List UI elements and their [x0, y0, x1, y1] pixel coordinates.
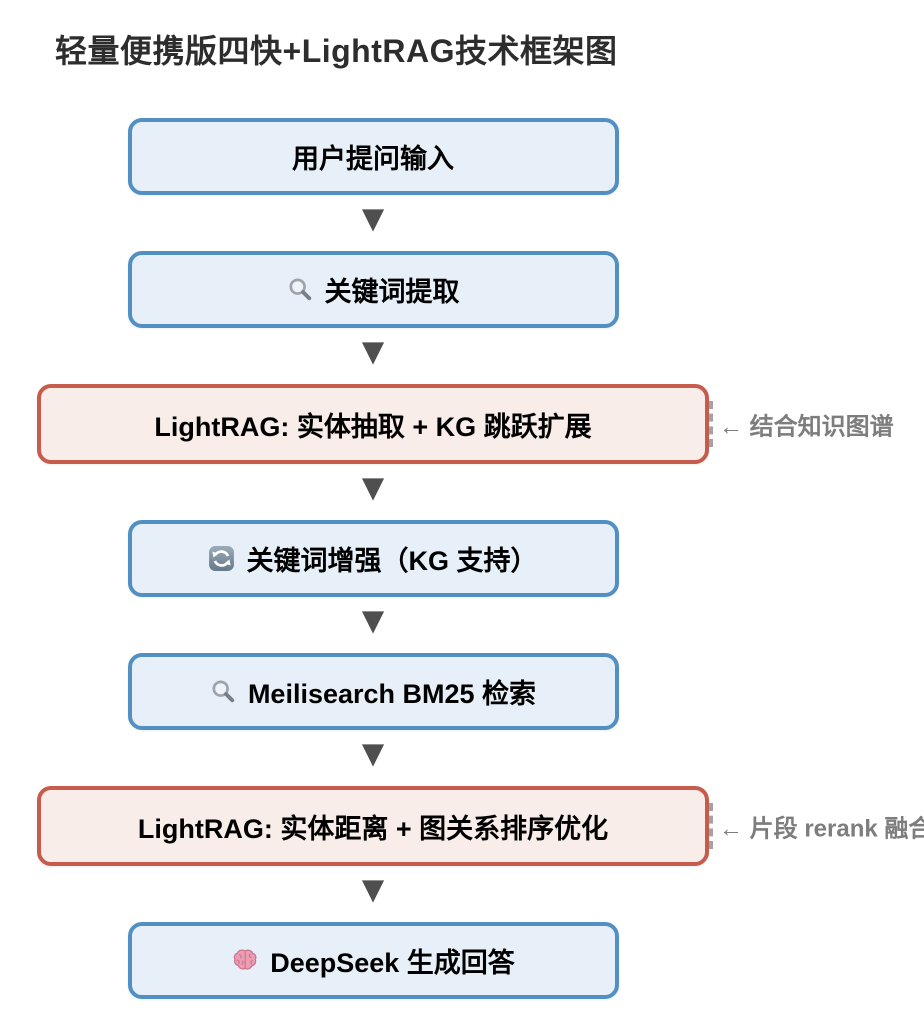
flow-step-label: LightRAG: 实体抽取 + KG 跳跃扩展: [154, 411, 592, 442]
flow-step-label: DeepSeek 生成回答: [270, 948, 515, 978]
flow-step-answer-generation: DeepSeek 生成回答: [127, 922, 619, 999]
flow-step-label: 关键词提取: [324, 277, 460, 307]
flow-column: 用户提问输入 ▼ 关键词提取 ▼ LightRAG: 实体抽取 + KG 跳跃扩…: [37, 118, 924, 999]
flow-step-keyword-extraction: 关键词提取: [127, 251, 619, 328]
side-annotation-kg: ← 结合知识图谱: [719, 413, 894, 441]
flow-step-user-input: 用户提问输入: [127, 118, 619, 195]
flow-step-label: Meilisearch BM25 检索: [247, 679, 537, 709]
flow-step-label: 关键词增强（KG 支持）: [246, 546, 538, 576]
side-annotation-rerank: ← 片段 rerank 融合: [719, 815, 924, 843]
page-title: 轻量便携版四快+LightRAG技术框架图: [55, 33, 618, 69]
dashed-connector: [709, 401, 713, 447]
dashed-connector: [709, 803, 713, 849]
flow-step-keyword-enhance: 关键词增强（KG 支持）: [127, 520, 619, 597]
down-arrow-icon: ▼: [361, 334, 385, 368]
magnifier-icon: [287, 276, 314, 303]
flow-step-lightrag-rerank: LightRAG: 实体距离 + 图关系排序优化 ← 片段 rerank 融合: [37, 786, 924, 866]
down-arrow-icon: ▼: [361, 603, 385, 637]
flow-step-label: 用户提问输入: [292, 144, 454, 174]
refresh-icon: [208, 545, 235, 572]
down-arrow-icon: ▼: [361, 470, 385, 504]
flow-step-bm25-search: Meilisearch BM25 检索: [127, 653, 619, 730]
brain-icon: [231, 948, 259, 974]
down-arrow-icon: ▼: [361, 201, 385, 235]
down-arrow-icon: ▼: [361, 736, 385, 770]
flow-step-lightrag-entity-kg-expand: LightRAG: 实体抽取 + KG 跳跃扩展 ← 结合知识图谱: [37, 384, 894, 464]
flow-step-label: LightRAG: 实体距离 + 图关系排序优化: [137, 813, 609, 844]
magnifier-icon: [210, 678, 237, 705]
down-arrow-icon: ▼: [361, 872, 385, 906]
